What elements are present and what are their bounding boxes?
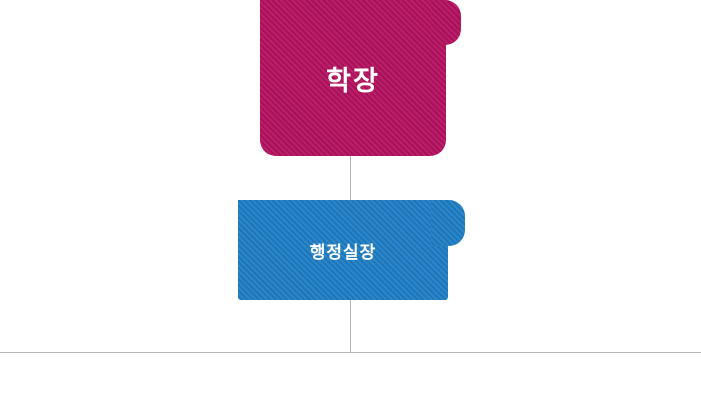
org-node-admin-office-head: 행정실장 — [238, 200, 465, 300]
node-corner-tab — [431, 0, 461, 45]
connector-children-row — [0, 352, 701, 353]
org-node-admin-office-head-label: 행정실장 — [309, 242, 377, 263]
org-node-dean-label: 학장 — [326, 65, 380, 97]
node-corner-tab — [431, 200, 465, 246]
connector-admin-to-row — [350, 300, 351, 352]
org-node-dean: 학장 — [260, 0, 461, 156]
connector-dean-to-admin — [350, 156, 351, 200]
